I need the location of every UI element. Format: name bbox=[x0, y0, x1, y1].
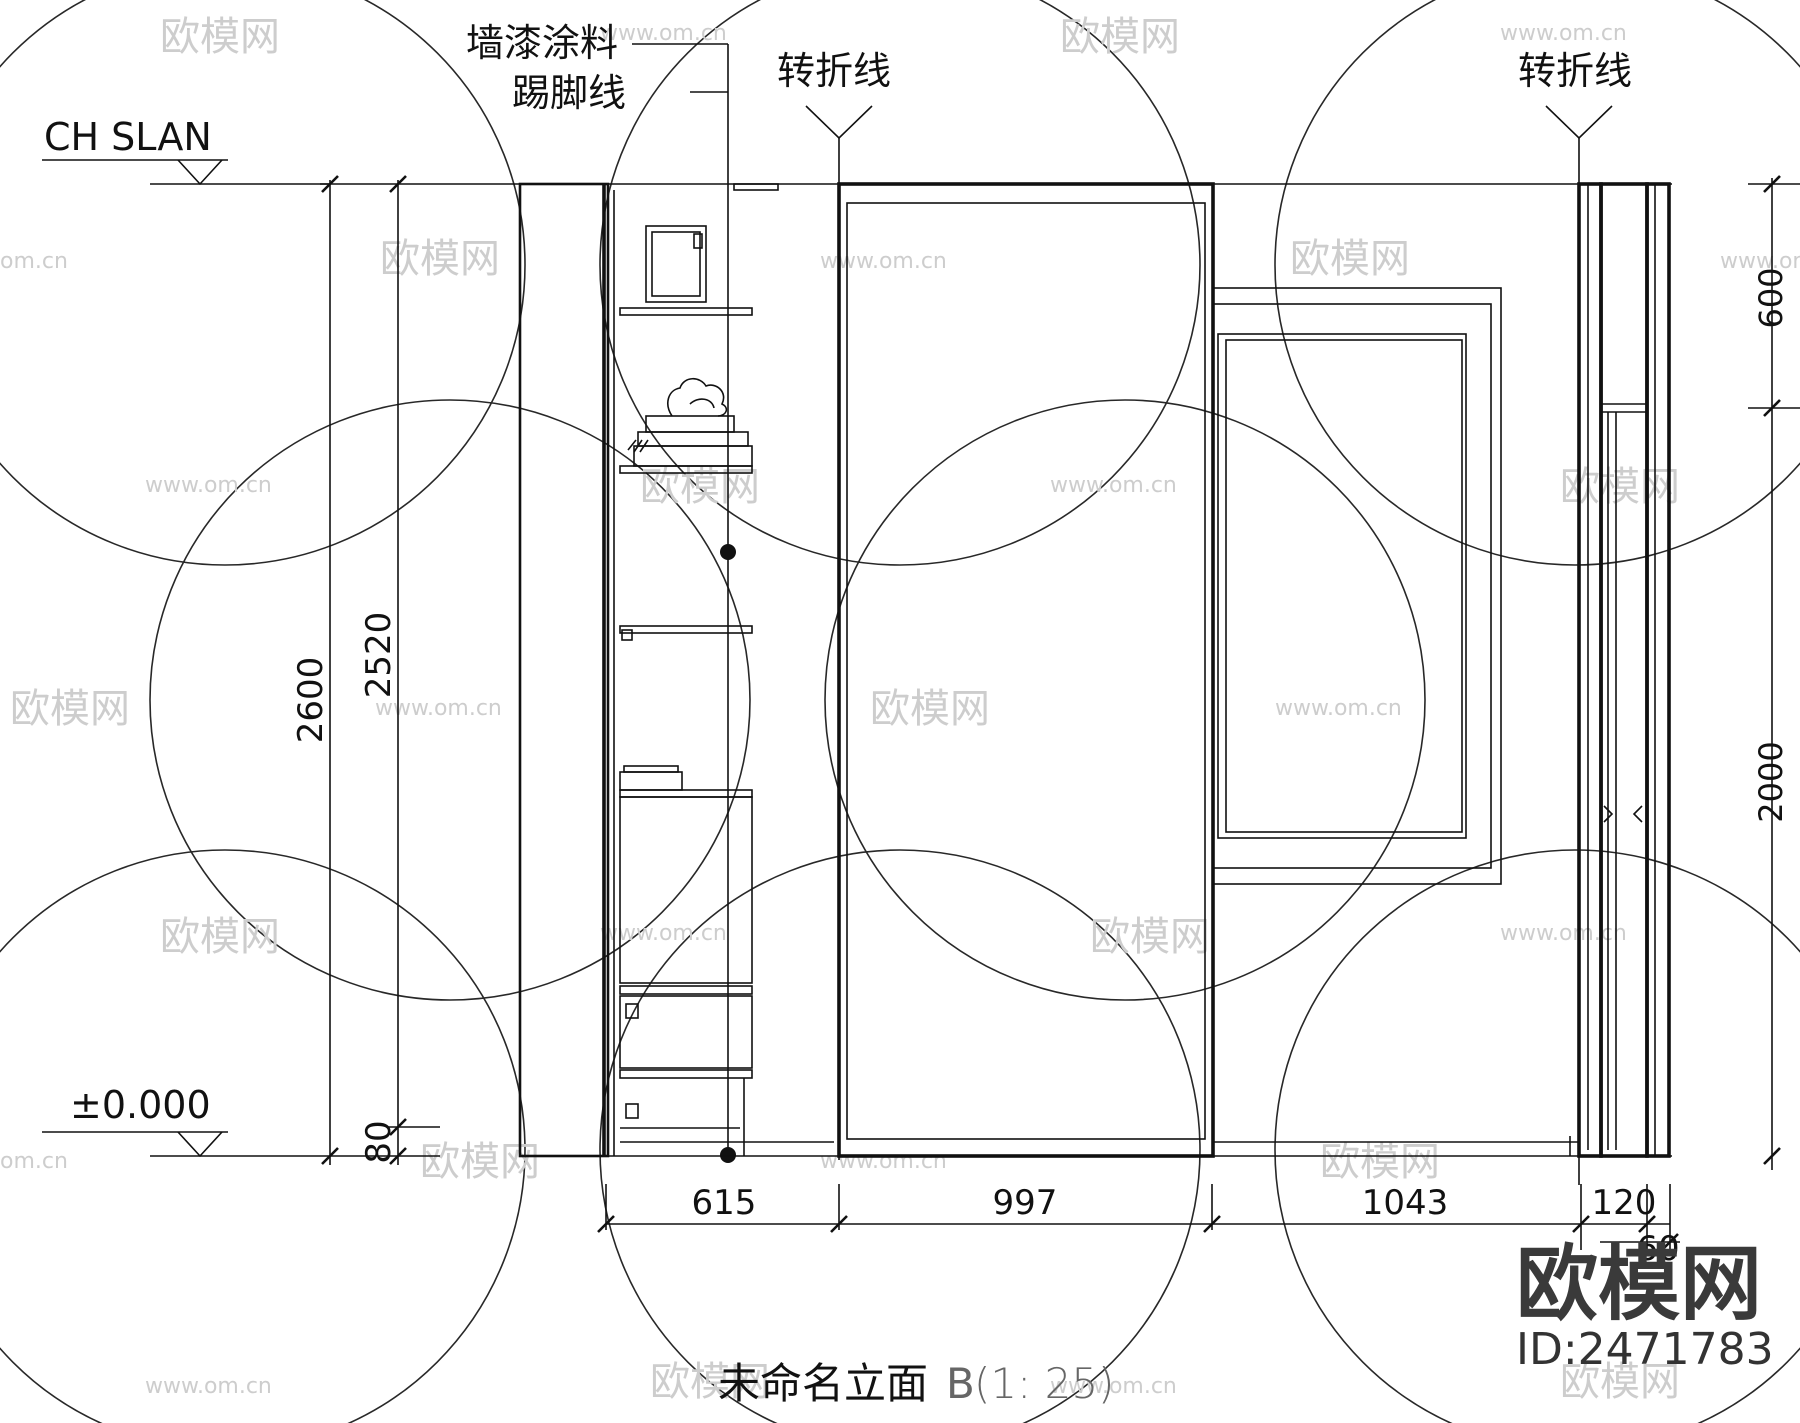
watermark-brand: 欧模网 bbox=[1290, 236, 1410, 282]
drawing-title: 未命名立面 B (1: 25) bbox=[718, 1359, 1114, 1408]
watermark-brand: 欧模网 bbox=[420, 1139, 540, 1185]
drawing-title-scale: (1: 25) bbox=[974, 1359, 1114, 1408]
watermark-brand: 欧模网 bbox=[160, 914, 280, 960]
watermark-brand: 欧模网 bbox=[640, 464, 760, 510]
shelf-book-box bbox=[645, 225, 707, 303]
watermark-url: www.om.cn bbox=[145, 1374, 272, 1399]
watermark-url: www.om.cn bbox=[145, 473, 272, 498]
dimension-label-2600: 2600 bbox=[291, 657, 331, 744]
shelf-ornament-stack bbox=[627, 377, 753, 467]
break-line-left: 转折线 bbox=[777, 49, 891, 1160]
level-mark-bottom: ±0.000 bbox=[42, 1083, 440, 1158]
dimension-label-997: 997 bbox=[993, 1183, 1058, 1223]
watermark-url: om.cn bbox=[0, 1149, 68, 1174]
shelf-small-box bbox=[619, 765, 683, 791]
framed-picture bbox=[1212, 287, 1502, 885]
watermark-url: om.cn bbox=[0, 249, 68, 274]
watermark-brand: 欧模网 bbox=[1090, 914, 1210, 960]
callout-label-skirting: 踢脚线 bbox=[512, 71, 626, 115]
drawing-title-suffix: B bbox=[946, 1359, 975, 1408]
level-label-bottom: ±0.000 bbox=[70, 1083, 211, 1127]
dimension-label-2520: 2520 bbox=[359, 612, 399, 699]
watermark-url: www.om.cn bbox=[600, 21, 727, 46]
watermark-url: www.om.cn bbox=[820, 249, 947, 274]
dimension-label-60: 60 bbox=[1636, 1229, 1679, 1269]
watermark-url: www.om.cn bbox=[1500, 921, 1627, 946]
brand-watermark: 欧模网 ID:2471783 bbox=[1516, 1237, 1774, 1375]
callout-dot-lower bbox=[720, 1147, 736, 1163]
watermark-url: www.om.cn bbox=[600, 921, 727, 946]
right-side-panels bbox=[1577, 182, 1671, 1158]
watermark-brand: 欧模网 bbox=[380, 236, 500, 282]
watermark-url: www.om.cn bbox=[1050, 473, 1177, 498]
watermark-brand: 欧模网 bbox=[160, 14, 280, 60]
watermark-brand: 欧模网 bbox=[1320, 1139, 1440, 1185]
brand-watermark-text: 欧模网 bbox=[1516, 1237, 1762, 1332]
break-line-right: 转折线 bbox=[1518, 49, 1632, 1185]
break-line-label-right: 转折线 bbox=[1518, 49, 1632, 93]
shelf-hardware bbox=[621, 629, 639, 1119]
dimension-right: 600 2000 bbox=[1748, 175, 1800, 1170]
door-panel bbox=[837, 182, 1215, 1158]
watermark-url: www.om.cn bbox=[1500, 21, 1627, 46]
dimension-label-615: 615 bbox=[692, 1183, 757, 1223]
watermark-brand: 欧模网 bbox=[870, 686, 990, 732]
watermark-url: www.om.cn bbox=[1275, 696, 1402, 721]
watermark-url: www.om.cn bbox=[375, 696, 502, 721]
shelving-unit bbox=[613, 183, 834, 1156]
watermark-brand: 欧模网 bbox=[1060, 14, 1180, 60]
left-wall-panel bbox=[518, 182, 610, 1158]
watermark-brand: 欧模网 bbox=[1560, 1359, 1680, 1405]
drawing-title-name: 未命名立面 bbox=[718, 1359, 928, 1408]
dimension-label-600: 600 bbox=[1752, 267, 1790, 328]
dimension-left-2520: 2520 80 bbox=[359, 175, 440, 1165]
watermark-brand: 欧模网 bbox=[10, 686, 130, 732]
brand-watermark-id: ID:2471783 bbox=[1516, 1324, 1774, 1375]
dimension-label-80: 80 bbox=[359, 1120, 399, 1163]
dimension-left-2600: 2600 bbox=[291, 175, 520, 1165]
break-line-label-left: 转折线 bbox=[777, 49, 891, 93]
callout-wall-paint: 墙漆涂料 踢脚线 bbox=[466, 21, 736, 1163]
watermark-brand: 欧模网 bbox=[650, 1359, 770, 1405]
callout-dot-upper bbox=[720, 544, 736, 560]
dimension-label-120: 120 bbox=[1592, 1183, 1657, 1223]
level-label-top: CH SLAN bbox=[44, 115, 212, 159]
watermark-url: www.om.cn bbox=[1050, 1374, 1177, 1399]
dimension-bottom: 615 997 1043 120 60 bbox=[597, 1183, 1680, 1269]
level-mark-top: CH SLAN bbox=[42, 115, 330, 186]
callout-label-wall-paint: 墙漆涂料 bbox=[466, 21, 618, 65]
dimension-label-1043: 1043 bbox=[1362, 1183, 1449, 1223]
watermark-url: www.om.cn bbox=[820, 1149, 947, 1174]
watermark-url: www.om.cn bbox=[1720, 249, 1800, 274]
dimension-label-2000: 2000 bbox=[1752, 741, 1790, 822]
